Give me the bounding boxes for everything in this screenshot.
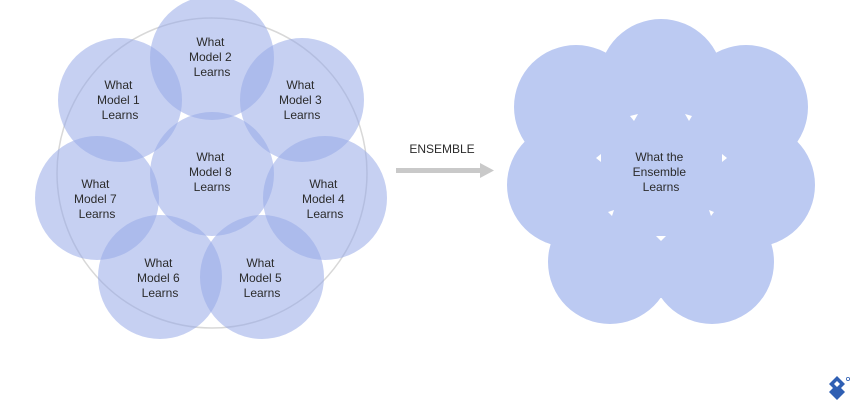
model-labels: What Model 2 Learns What Model 1 Learns …	[74, 35, 348, 300]
ensemble-arrow	[396, 163, 494, 178]
model-1-circle	[58, 38, 182, 162]
model-2-label: What Model 2 Learns	[189, 35, 235, 79]
model-5-label: What Model 5 Learns	[239, 256, 285, 300]
result-lobe-bottom-left	[548, 200, 672, 324]
model-5-circle	[200, 215, 324, 339]
model-circles	[35, 0, 387, 339]
model-8-circle	[150, 112, 274, 236]
model-3-label: What Model 3 Learns	[279, 78, 325, 122]
ensemble-result-label: What the Ensemble Learns	[633, 150, 690, 194]
result-notches	[596, 114, 727, 241]
model-7-label: What Model 7 Learns	[74, 177, 120, 221]
model-1-label: What Model 1 Learns	[97, 78, 143, 122]
ensemble-arrow-label: ENSEMBLE	[409, 142, 474, 156]
result-lobe-bottom-right	[650, 200, 774, 324]
toptal-logo-icon	[829, 376, 850, 400]
model-6-label: What Model 6 Learns	[137, 256, 183, 300]
model-6-circle	[98, 215, 222, 339]
model-8-label: What Model 8 Learns	[189, 150, 235, 194]
model-4-label: What Model 4 Learns	[302, 177, 348, 221]
model-3-circle	[240, 38, 364, 162]
ensemble-result-shape	[507, 19, 815, 324]
